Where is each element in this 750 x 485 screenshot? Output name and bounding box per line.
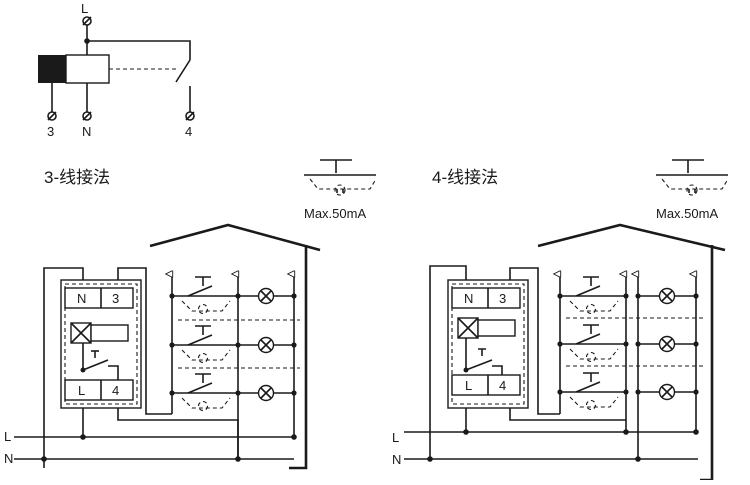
diagram-3-wire-title: 3-线接法 — [44, 168, 110, 187]
switch-row — [169, 325, 297, 364]
indicator-lamp-icon — [585, 399, 597, 411]
relay-symbol: L 3 N 4 — [38, 1, 195, 139]
switch-contact-icon — [575, 381, 601, 393]
switch-contact-icon — [187, 382, 213, 394]
relay-coil-dark-block — [38, 55, 66, 83]
diagram-4-wire: 4-线接法 Max.50mA N 3 L 4 — [392, 159, 729, 482]
house-roof — [149, 223, 321, 252]
switch-contact-icon — [187, 334, 213, 346]
module-terminal-3-label: 3 — [499, 291, 506, 306]
module-terminal-n-label: N — [464, 291, 473, 306]
switch-contact-icon — [575, 285, 601, 297]
indicator-lamp-icon — [197, 352, 209, 364]
terminal-n-screw-icon — [82, 111, 92, 121]
module-terminal-n-label: N — [77, 291, 86, 306]
module-terminal-3-label: 3 — [112, 291, 119, 306]
relay-terminal-l-label: L — [81, 1, 88, 16]
switch-row — [169, 373, 297, 412]
bus-l-label: L — [4, 429, 11, 444]
module-terminal-l-label: L — [78, 383, 85, 398]
pushbutton-legend-icon — [656, 159, 729, 196]
button-rating-label: Max.50mA — [304, 206, 366, 221]
module-terminal-l-label: L — [465, 378, 472, 393]
switch-contact-icon — [575, 333, 601, 345]
indicator-lamp-icon — [197, 303, 209, 315]
switch-row — [557, 372, 699, 411]
bus-n-label: N — [4, 451, 13, 466]
terminal-4-screw-icon — [185, 111, 195, 121]
switch-contact-icon — [187, 285, 213, 297]
button-rating-label: Max.50mA — [656, 206, 718, 221]
bus-n-label: N — [392, 452, 401, 467]
relay-contact-switch — [175, 59, 191, 83]
switch-row — [557, 276, 699, 315]
pushbutton-legend-icon — [304, 159, 377, 196]
indicator-lamp-icon — [197, 400, 209, 412]
terminal-3-screw-icon — [47, 111, 57, 121]
house-wall — [700, 245, 714, 482]
indicator-lamp-icon — [585, 351, 597, 363]
bus-l-label: L — [392, 430, 399, 445]
module-contact-icon — [465, 359, 493, 371]
switch-row — [557, 324, 699, 363]
module-terminal-4-label: 4 — [112, 383, 119, 398]
house-wall — [289, 245, 308, 470]
relay-terminal-4-label: 4 — [185, 124, 192, 139]
relay-terminal-3-label: 3 — [47, 124, 54, 139]
module-contact-icon — [82, 359, 109, 371]
diagram-3-wire: 3-线接法 Max.50mA N 3 L 4 — [4, 159, 377, 470]
switch-row — [169, 276, 297, 315]
module-terminal-4-label: 4 — [499, 378, 506, 393]
relay-coil-box — [65, 54, 110, 84]
diagram-4-wire-title: 4-线接法 — [432, 168, 498, 187]
relay-terminal-n-label: N — [82, 124, 91, 139]
house-roof — [537, 223, 726, 252]
indicator-lamp-icon — [585, 303, 597, 315]
